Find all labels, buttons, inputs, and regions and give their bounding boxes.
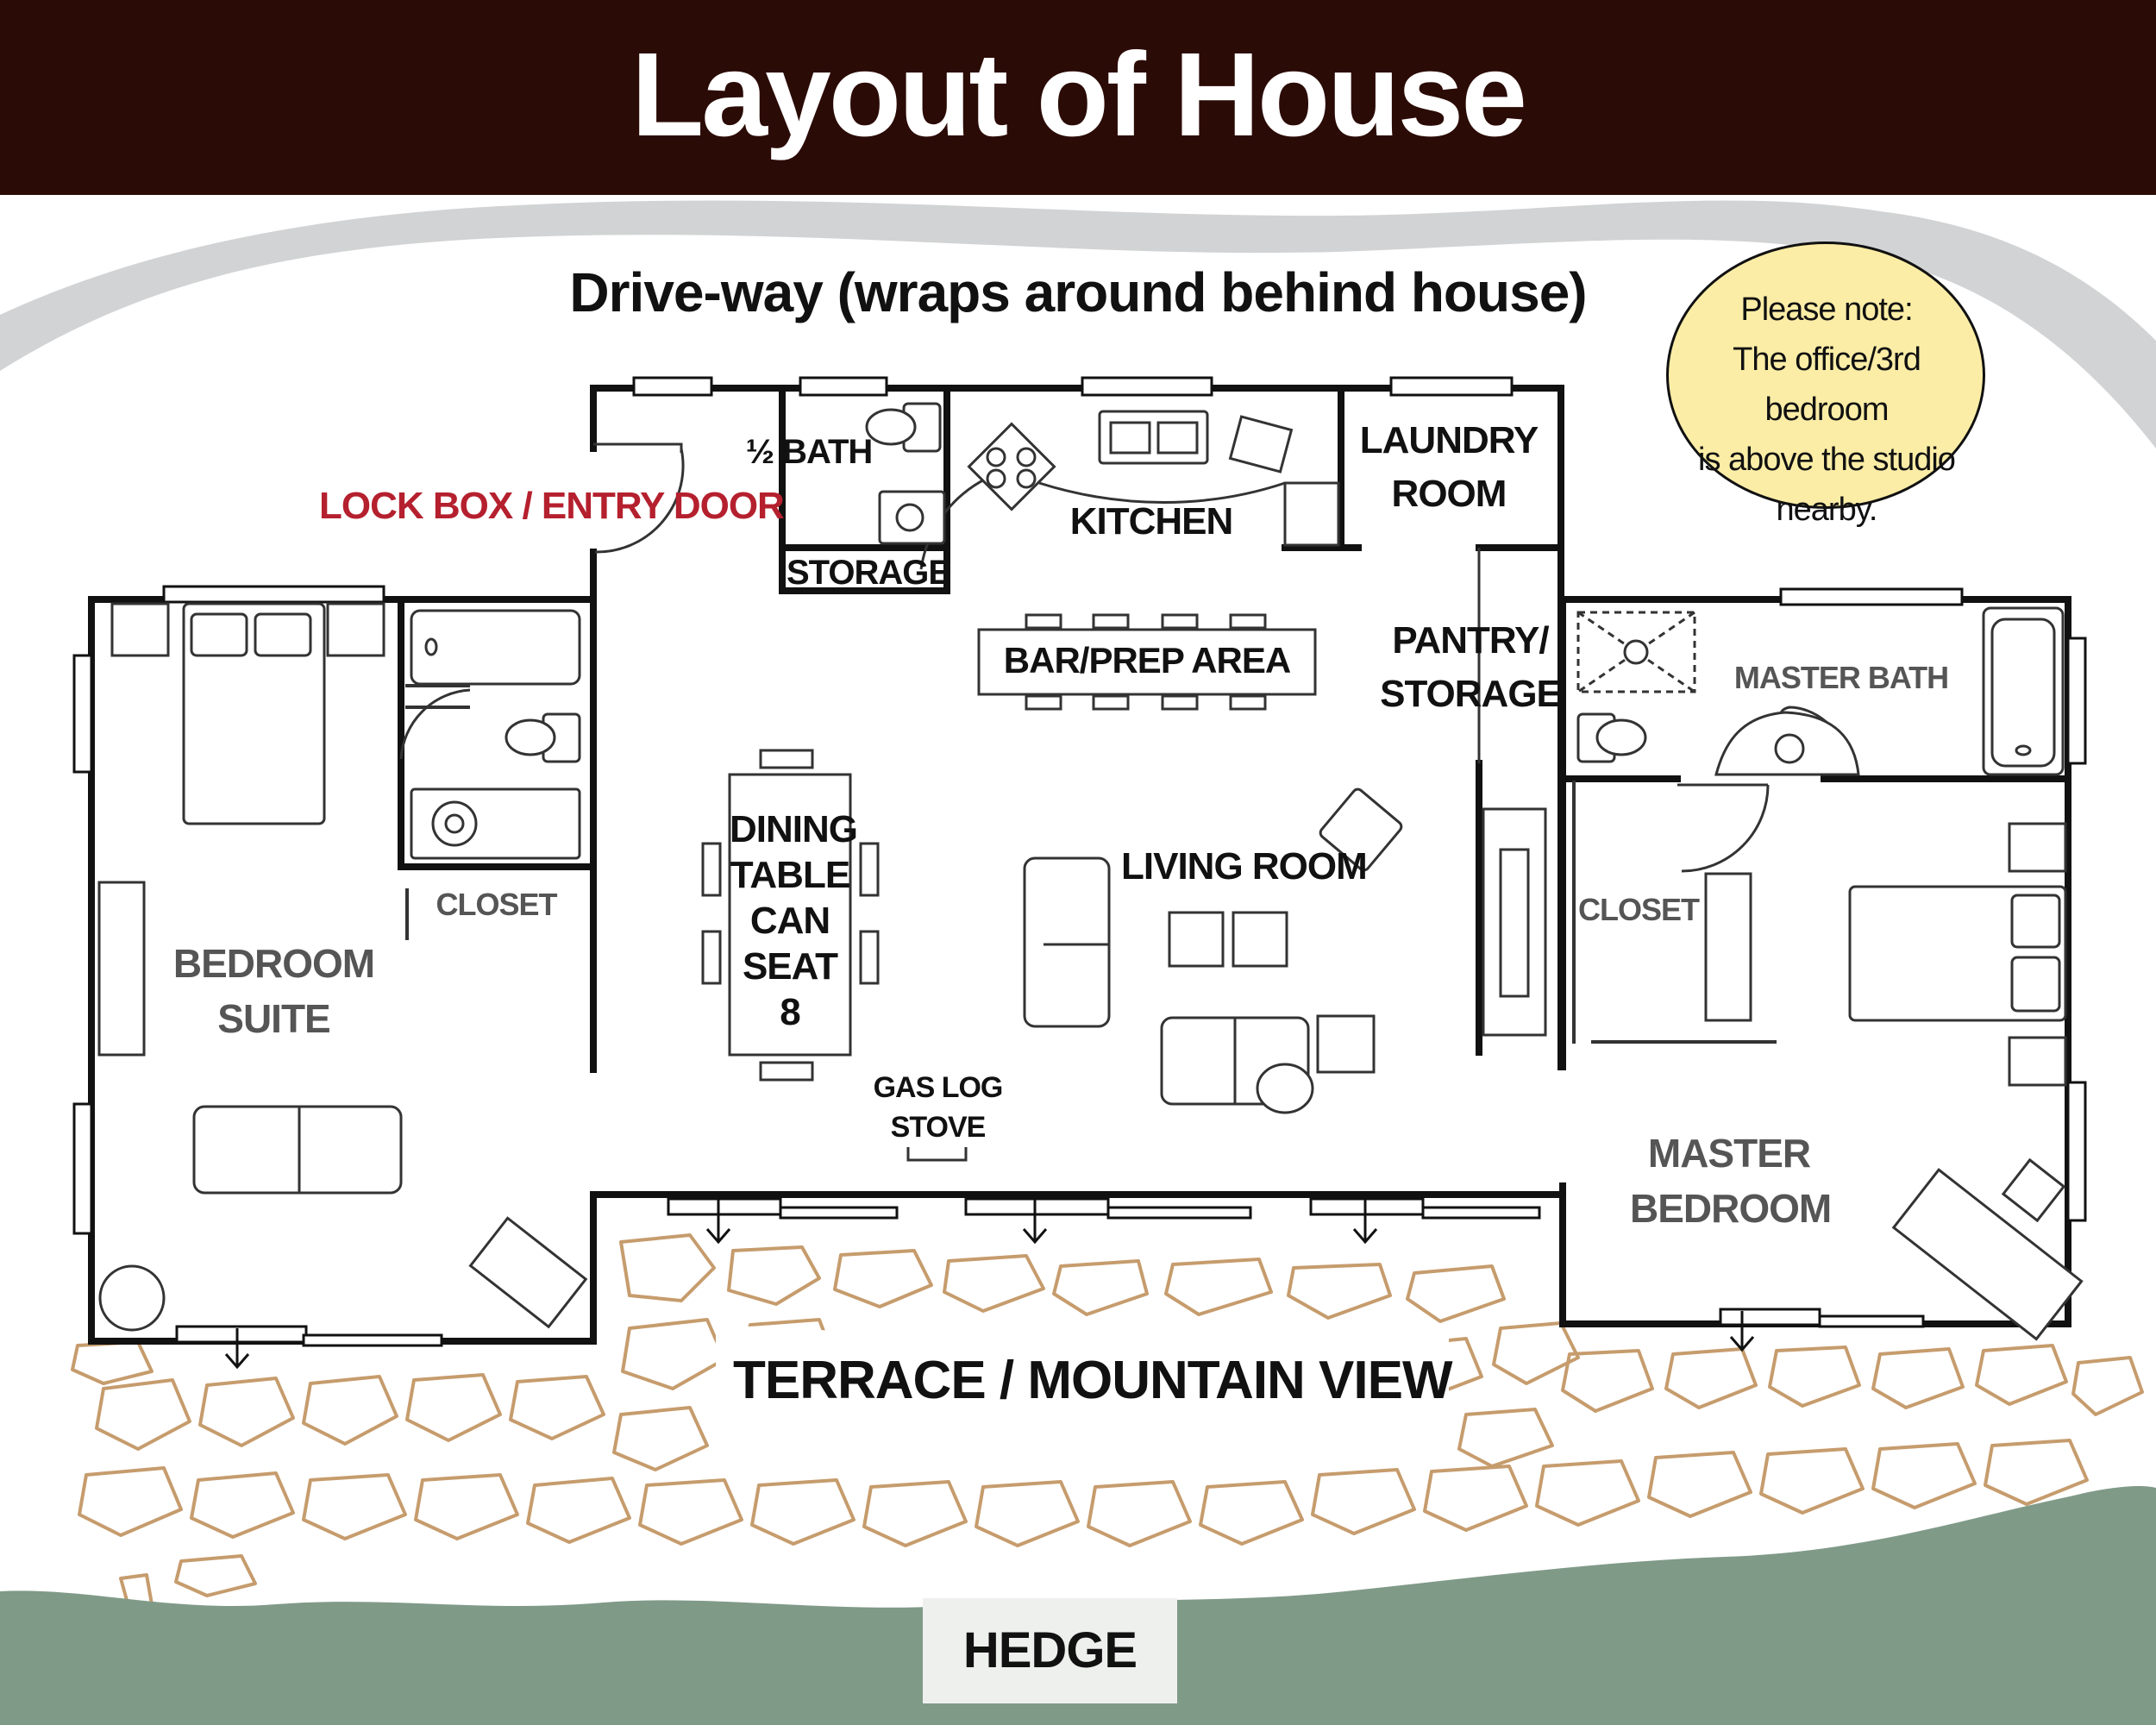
closet-left-label: CLOSET: [436, 887, 557, 922]
hedge-label: HEDGE: [962, 1622, 1138, 1678]
dining-line: TABLE: [730, 854, 850, 896]
storage-label: STORAGE: [787, 554, 951, 592]
terrace-stones: [71, 1233, 2144, 1611]
pantry-label: PANTRY/ STORAGE: [1371, 614, 1570, 721]
inner-walls: [405, 684, 1777, 1044]
kitchen-label: KITCHEN: [1069, 500, 1234, 543]
bedroom-suite-label: BEDROOM SUITE: [172, 936, 375, 1046]
gas-log-stove-label: GAS LOG STOVE: [862, 1068, 1013, 1147]
note-line: is above the studio: [1698, 442, 1956, 478]
gas-log-line: GAS LOG: [873, 1071, 1004, 1104]
closet-right-label: CLOSET: [1578, 892, 1700, 927]
exit-arrows: [224, 1199, 1755, 1370]
pantry-line: STORAGE: [1380, 673, 1562, 715]
bedroom-suite-line: SUITE: [217, 996, 330, 1041]
laundry-line: LAUNDRY: [1359, 419, 1539, 461]
note-text: Please note: The office/3rd bedroom is a…: [1673, 285, 1980, 535]
note-line: Please note:: [1740, 292, 1913, 328]
dining-line: SEAT: [742, 945, 838, 988]
lock-box-entry-label: LOCK BOX / ENTRY DOOR: [319, 485, 785, 527]
furniture: [97, 402, 2084, 1341]
note-line: The office/3rd bedroom: [1733, 342, 1921, 428]
master-bedroom-line: MASTER: [1647, 1131, 1811, 1176]
page-title: Layout of House: [630, 28, 1527, 161]
note-bubble: [1666, 242, 1985, 509]
pantry-line: PANTRY/: [1392, 619, 1549, 662]
driveway-label: Drive-way (wraps around behind house): [569, 261, 1587, 323]
dining-table-label: DINING TABLE CAN SEAT 8: [730, 806, 858, 1035]
header-bar: [0, 0, 2156, 195]
driveway: [0, 200, 2156, 448]
laundry-line: ROOM: [1391, 473, 1507, 515]
dining-line: CAN: [749, 900, 830, 942]
gas-log-line: STOVE: [890, 1111, 987, 1144]
half-bath-label: ½ BATH: [745, 433, 874, 471]
living-room-label: LIVING ROOM: [1121, 845, 1368, 888]
bar-prep-label: BAR/PREP AREA: [1003, 640, 1291, 681]
laundry-label: LAUNDRY ROOM: [1345, 414, 1552, 521]
bedroom-suite-line: BEDROOM: [172, 941, 375, 986]
dining-line: DINING: [730, 808, 858, 850]
windows: [72, 376, 2087, 1347]
master-bath-label: MASTER BATH: [1733, 660, 1949, 695]
terrace-label-bg: [716, 1326, 1449, 1441]
terrace-label: TERRACE / MOUNTAIN VIEW: [733, 1351, 1453, 1410]
master-bedroom-label: MASTER BEDROOM: [1630, 1126, 1832, 1236]
note-line: nearby.: [1776, 492, 1878, 528]
master-bedroom-line: BEDROOM: [1630, 1186, 1832, 1231]
dining-line: 8: [780, 991, 800, 1033]
hedge-label-box: [923, 1598, 1177, 1703]
